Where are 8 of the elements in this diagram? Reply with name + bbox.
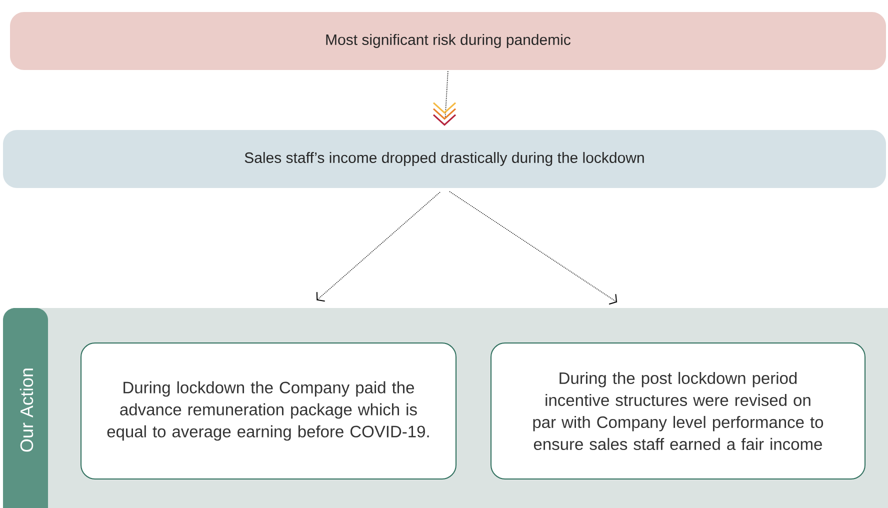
text-card: During the post lockdown period incentive structures were revised on par with Company level performance to ensure sales staff earned a fair income	[490, 342, 866, 480]
risk-banner: Most significant risk during pandemic	[10, 12, 886, 70]
arrow	[432, 70, 456, 126]
side-label: Our Action	[3, 308, 48, 508]
issue-banner: Sales staff’s income dropped drastically during the lockdown	[3, 130, 886, 188]
arrow	[316, 192, 440, 302]
arrow	[449, 191, 618, 305]
text-card: During lockdown the Company paid the advance remuneration package which is equal to average earning before COVID-19.	[80, 342, 456, 480]
